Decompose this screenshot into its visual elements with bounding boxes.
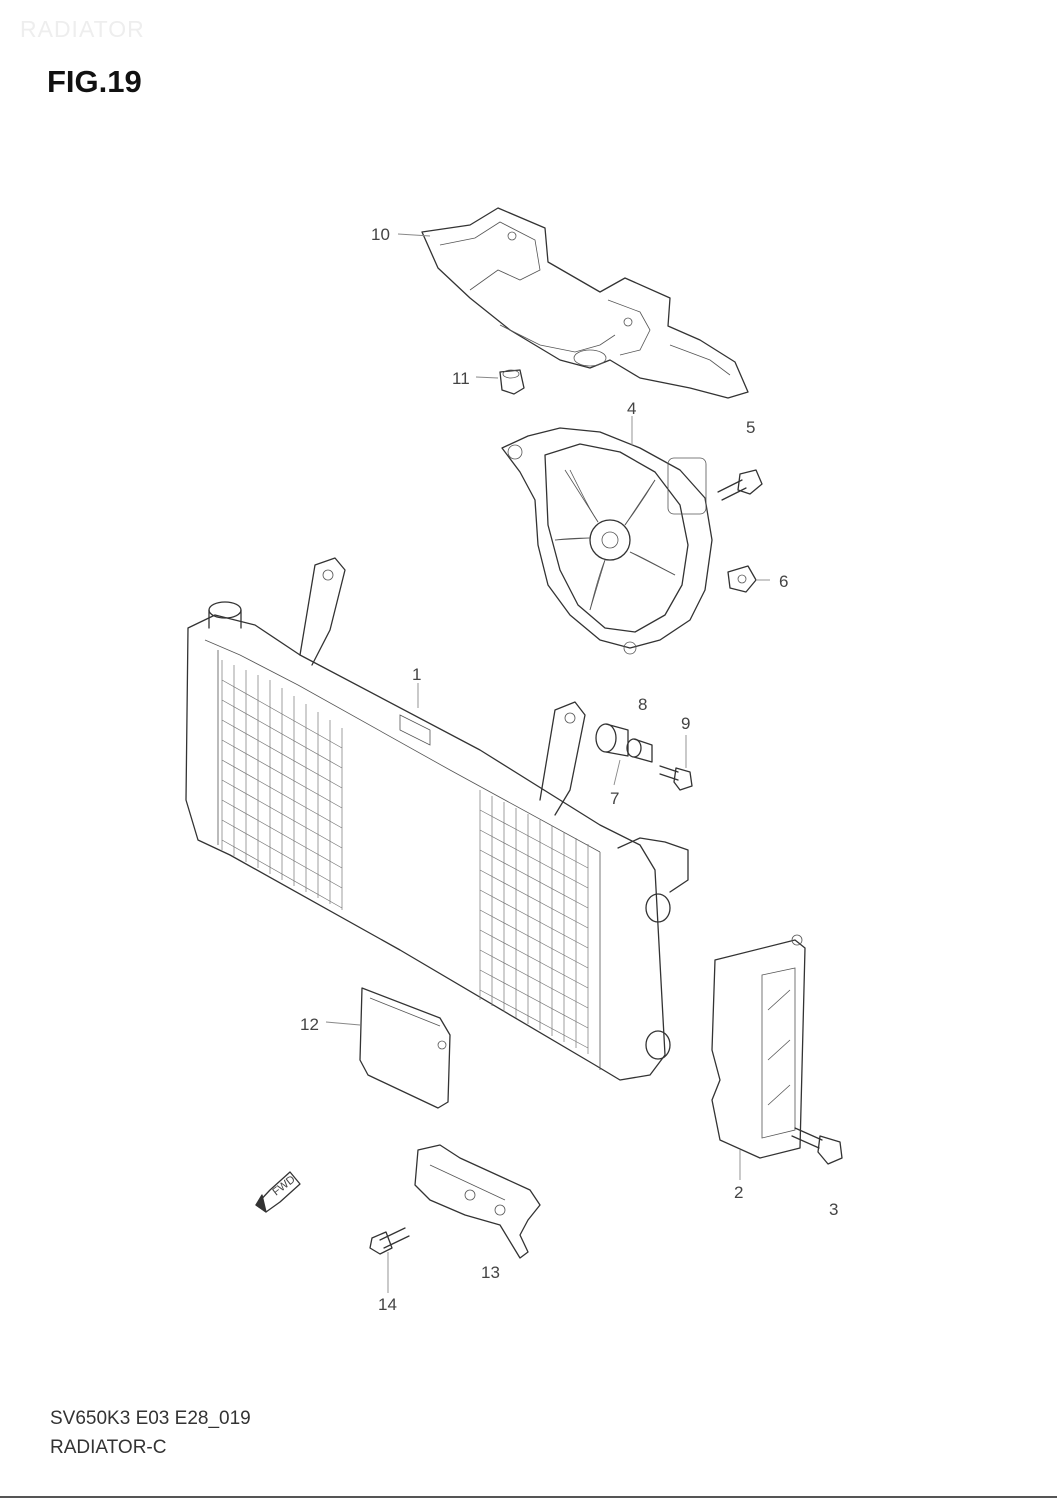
radiator-core-grid-left [221, 660, 343, 910]
part-2-side-shroud [711, 934, 806, 1159]
callout-5: 5 [746, 418, 755, 437]
part-5-bolt [717, 469, 763, 501]
callout-3: 3 [829, 1200, 838, 1219]
bottom-rule [0, 1496, 1057, 1498]
part-11-clip [499, 369, 525, 395]
leader-lines [325, 233, 770, 1293]
part-7-collar [626, 738, 653, 763]
part-10-shroud-bracket [421, 207, 749, 399]
radiator-core-grid-right [479, 790, 589, 1054]
part-1-radiator [185, 557, 689, 1081]
callout-11: 11 [452, 369, 470, 388]
callout-10: 10 [371, 225, 390, 244]
diagram-code: SV650K3 E03 E28_019 [50, 1408, 251, 1429]
part-6-nut [727, 565, 757, 593]
callout-6: 6 [779, 572, 788, 591]
part-13-lower-bracket [414, 1144, 541, 1259]
callout-1: 1 [412, 665, 421, 684]
part-14-bolt [369, 1227, 410, 1255]
diagram-name: RADIATOR-C [50, 1437, 167, 1458]
callout-7: 7 [610, 789, 619, 808]
fwd-direction-badge: FWD [255, 1171, 301, 1213]
figure-title: FIG.19 [47, 64, 142, 99]
part-4-cooling-fan [501, 427, 713, 655]
part-3-bolt [791, 1127, 843, 1165]
callout-14: 14 [378, 1295, 397, 1314]
callout-4: 4 [627, 399, 636, 418]
callout-13: 13 [481, 1263, 500, 1282]
part-9-bolt [659, 765, 693, 791]
callout-labels: 1 2 3 4 5 6 7 8 9 10 11 12 13 14 [300, 225, 838, 1314]
callout-8: 8 [638, 695, 647, 714]
part-12-cover-pad [359, 987, 451, 1109]
callout-9: 9 [681, 714, 690, 733]
callout-12: 12 [300, 1015, 319, 1034]
watermark-text: RADIATOR [20, 16, 145, 42]
part-8-cushion [595, 723, 629, 757]
callout-2: 2 [734, 1183, 743, 1202]
